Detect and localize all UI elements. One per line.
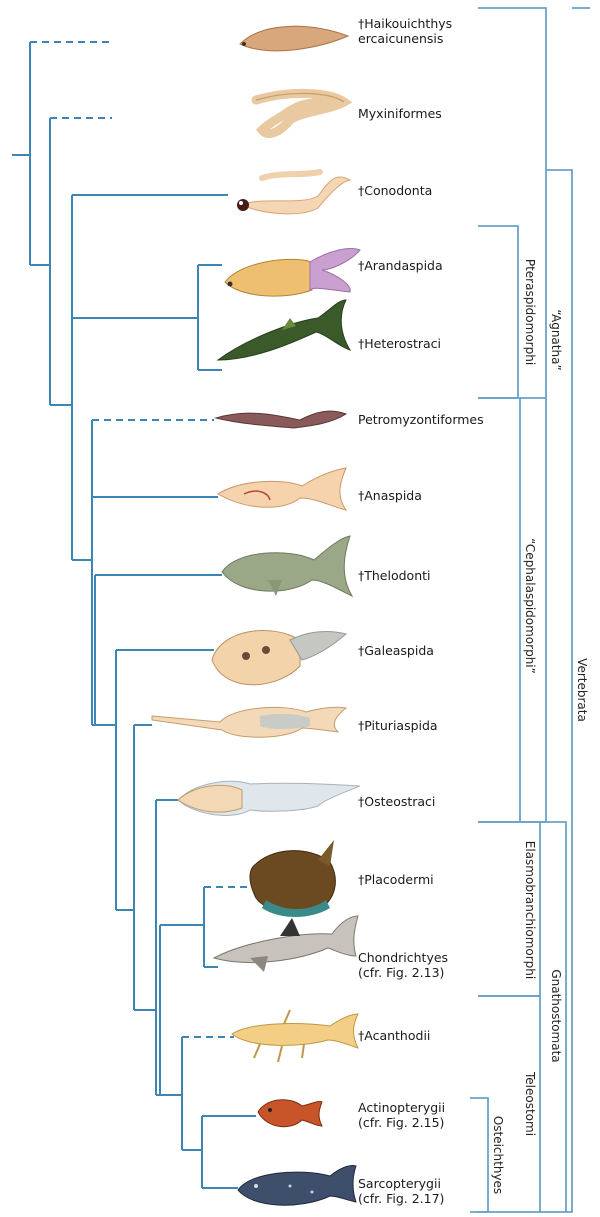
group-label-agnatha: “Agnatha” [549,309,563,370]
taxon-label: †Thelodonti [358,568,431,583]
tree-branches [12,42,256,1188]
bracket-osteichthyes [470,1098,488,1212]
taxon-label: †Pituriaspida [358,718,438,733]
taxon-label: Chondrichtyes(cfr. Fig. 2.13) [358,950,448,980]
group-label-elasmobranchiomorphi: Elasmobranchiomorphi [523,841,537,979]
taxon-label: †Osteostraci [358,794,435,809]
taxon-label: †Heterostraci [358,336,441,351]
taxon-label: †Arandaspida [358,258,443,273]
actinopterygian-icon [258,1100,322,1127]
group-label-osteichthyes: Osteichthyes [491,1116,505,1194]
osteostracan-icon [178,781,360,815]
taxon-label: Petromyzontiformes [358,412,484,427]
bracket-cephalaspidomorphi [478,398,520,822]
arandaspid-icon [225,249,360,297]
hagfish-icon [256,93,344,133]
taxon-label: Actinopterygii(cfr. Fig. 2.15) [358,1100,445,1130]
group-label-vertebrata: Vertebrata [575,658,589,722]
coelacanth-icon [238,1165,356,1205]
pituriaspid-icon [152,707,346,737]
group-label-cephalaspidomorphi: “Cephalaspidomorphi” [523,538,537,674]
anaspid-icon [218,468,346,510]
haikouichthys-icon [240,26,348,50]
group-label-teleostomi: Teleostomi [523,1071,537,1136]
taxon-label: †Placodermi [358,872,434,887]
acanthodian-icon [232,1010,358,1062]
lamprey-icon [216,411,346,428]
group-label-pteraspidomorphi: Pteraspidomorphi [523,259,537,365]
taxon-label: Myxiniformes [358,106,442,121]
taxon-label: †Anaspida [358,488,422,503]
shark-icon [214,916,358,972]
organism-illustrations [152,26,360,1205]
taxon-label: Sarcopterygii(cfr. Fig. 2.17) [358,1176,444,1206]
placoderm-icon [250,840,335,917]
group-label-gnathostomata: Gnathostomata [549,969,563,1062]
taxon-label: †Conodonta [358,183,432,198]
heterostracan-icon [218,300,350,360]
galeaspid-icon [212,630,346,684]
taxon-label: †Acanthodii [358,1028,430,1043]
bracket-pteraspidomorphi [478,226,518,398]
taxon-label: †Galeaspida [358,643,434,658]
thelodont-icon [222,536,352,596]
conodont-icon [237,172,350,214]
